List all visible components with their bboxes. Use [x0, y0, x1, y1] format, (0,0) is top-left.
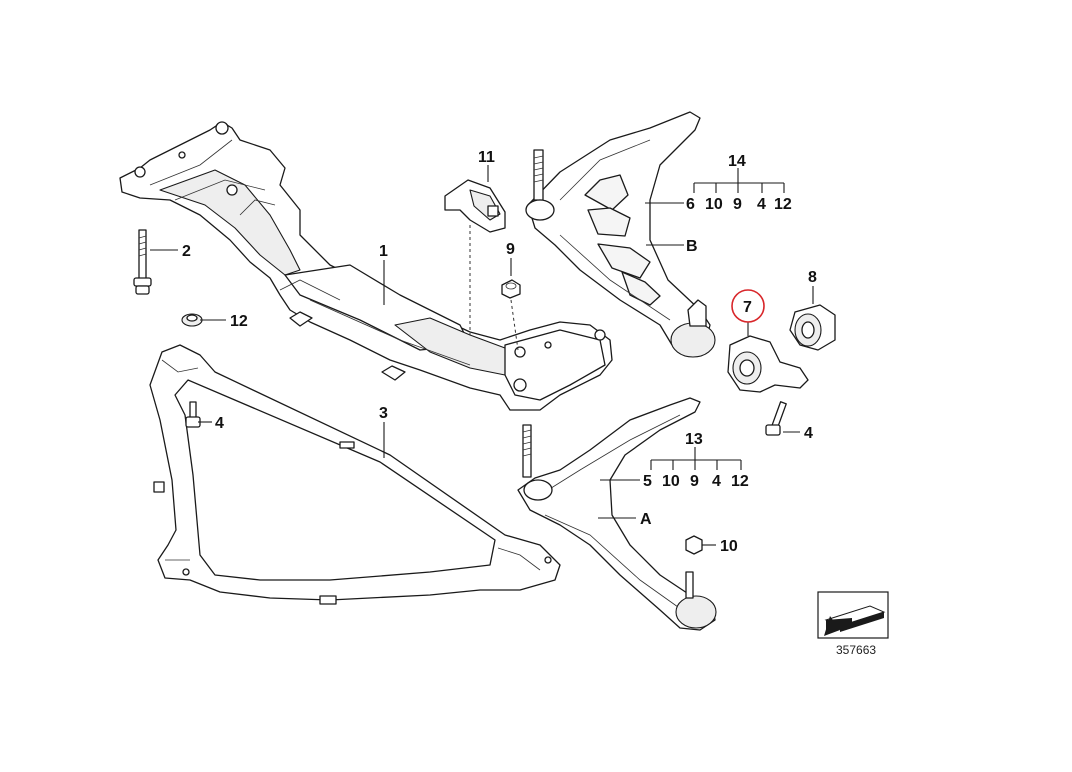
nut-part-12	[181, 313, 203, 327]
arm-label-b: B	[686, 238, 698, 255]
callout-4-right: 4	[804, 425, 813, 442]
arm-label-a: A	[640, 511, 652, 528]
group-13-item-3: 9	[690, 473, 699, 490]
callout-1: 1	[379, 243, 388, 260]
nut-part-10	[685, 535, 703, 555]
callout-10: 10	[720, 538, 738, 555]
highlight-ring-7	[731, 289, 765, 323]
bushing-part-8	[789, 304, 836, 351]
group-14-item-1: 6	[686, 196, 695, 213]
callout-9: 9	[506, 241, 515, 258]
bolt-part-4-right	[765, 401, 787, 436]
callout-4-left: 4	[215, 415, 224, 432]
callout-leaders	[150, 165, 814, 546]
group-14-head: 14	[728, 153, 746, 170]
group-13-item-5: 12	[731, 473, 749, 490]
control-arm-a	[517, 397, 717, 631]
group-13-item-2: 10	[662, 473, 680, 490]
reinforcement-plate-part-3	[149, 344, 561, 605]
dashed-guide-9	[510, 299, 519, 351]
diagram-number: 357663	[836, 643, 876, 657]
nut-part-9	[501, 279, 521, 299]
group-13-head: 13	[685, 431, 703, 448]
callout-11: 11	[478, 149, 495, 166]
callout-3: 3	[379, 405, 388, 422]
group-13-item-4: 4	[712, 473, 721, 490]
control-arm-b	[525, 111, 716, 358]
callout-12: 12	[230, 313, 248, 330]
bracket-part-11	[444, 179, 506, 233]
bolt-part-4-left	[185, 401, 201, 428]
callout-8: 8	[808, 269, 817, 286]
group-14-item-2: 10	[705, 196, 723, 213]
bushing-part-7	[727, 335, 809, 393]
bolt-part-2	[133, 229, 152, 295]
group-14-item-5: 12	[774, 196, 792, 213]
group-14-item-3: 9	[733, 196, 742, 213]
group-14-item-4: 4	[757, 196, 766, 213]
orientation-arrow-icon	[817, 591, 889, 639]
group-13-item-1: 5	[643, 473, 652, 490]
front-axle-carrier-part-1	[119, 121, 613, 411]
callout-2: 2	[182, 243, 191, 260]
callout-7: 7	[743, 299, 752, 316]
